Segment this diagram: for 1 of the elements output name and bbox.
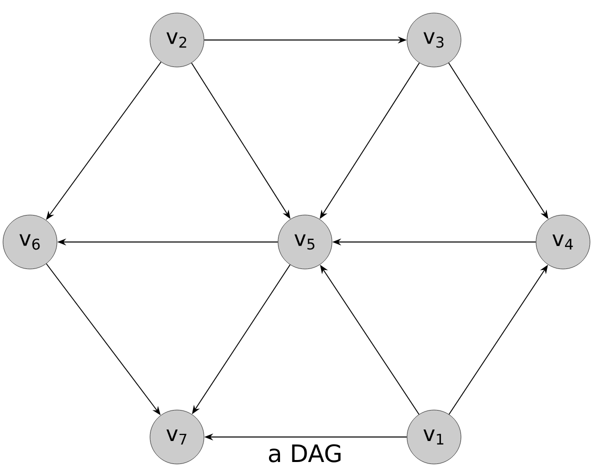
caption: a DAG bbox=[268, 444, 341, 462]
